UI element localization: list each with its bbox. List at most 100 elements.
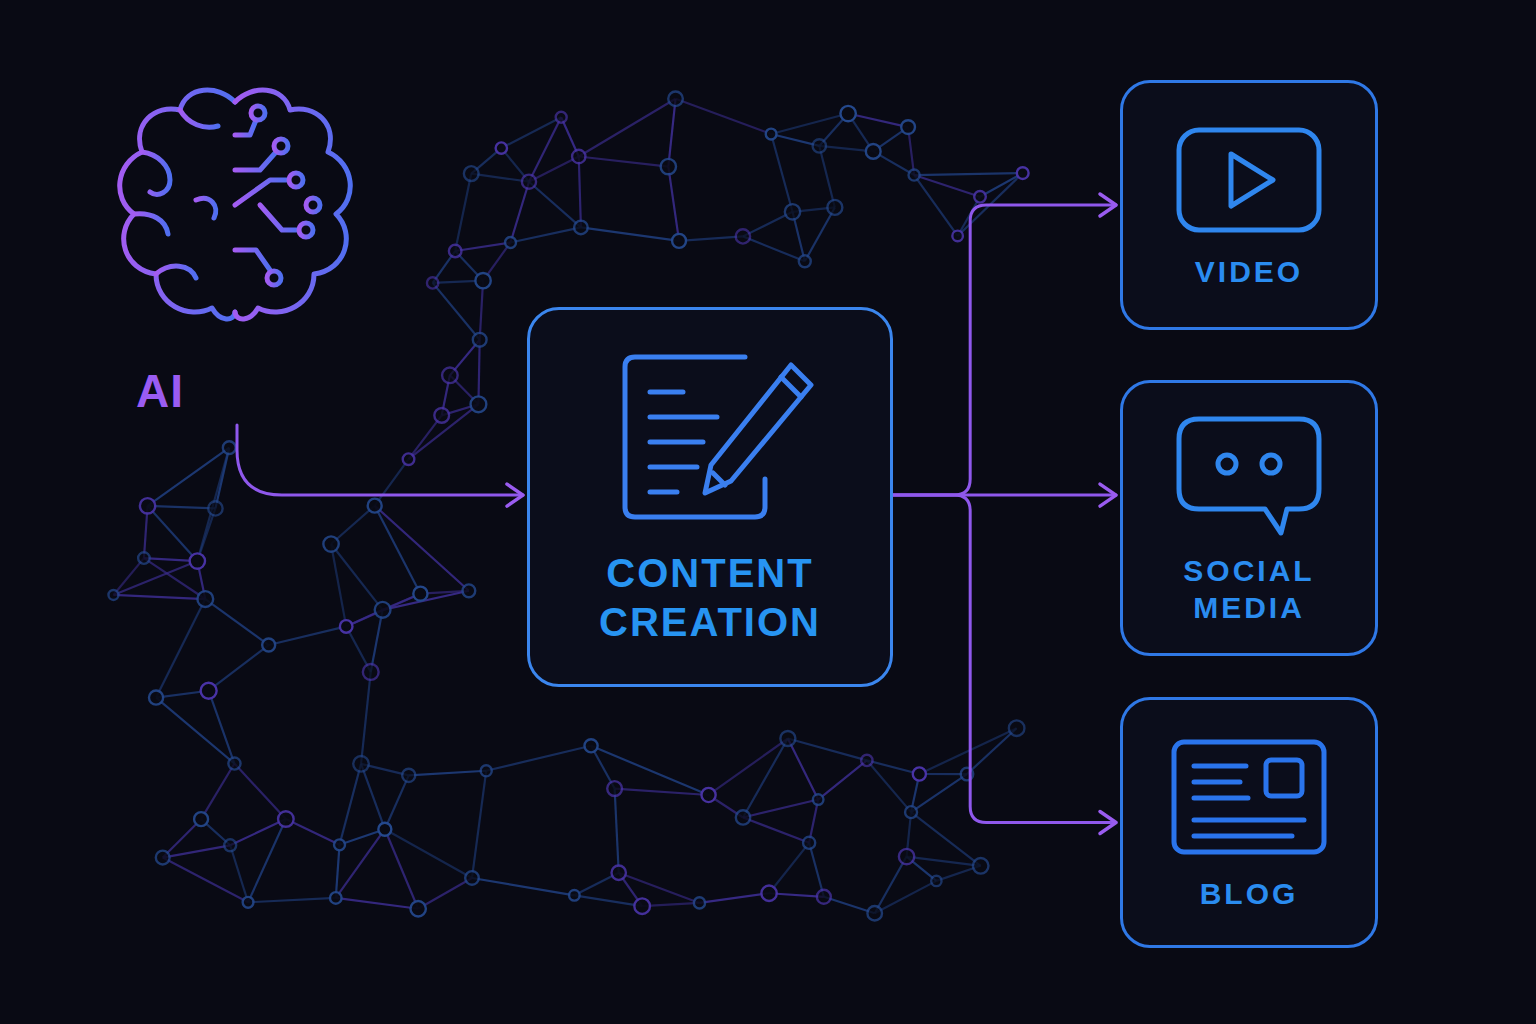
network-dot <box>278 811 294 827</box>
network-link <box>529 117 561 182</box>
network-dot <box>813 794 824 805</box>
network-link <box>385 829 472 878</box>
network-link <box>346 594 420 627</box>
network-link <box>511 227 581 242</box>
network-link <box>818 760 867 799</box>
ai-brain-node: AI <box>100 80 400 425</box>
network-dot <box>813 139 826 152</box>
network-dot <box>569 890 580 901</box>
network-dot <box>607 781 622 796</box>
network-link <box>375 459 409 505</box>
network-dot <box>330 892 342 904</box>
network-link <box>914 175 980 197</box>
network-dot <box>378 823 391 836</box>
network-dot <box>410 901 425 916</box>
network-link <box>361 764 385 829</box>
network-dot <box>449 245 462 258</box>
network-dot <box>323 536 338 551</box>
network-dot <box>913 767 926 780</box>
network-dot <box>464 166 479 181</box>
channel-box: SOCIAL MEDIA <box>1120 380 1378 656</box>
network-link <box>679 236 743 240</box>
network-link <box>385 829 418 909</box>
network-dot <box>867 906 882 921</box>
network-link <box>676 99 772 134</box>
network-link <box>867 760 919 774</box>
network-link <box>743 738 788 817</box>
network-dot <box>799 255 811 267</box>
network-dot <box>262 639 275 652</box>
network-dot <box>827 200 842 215</box>
network-dot <box>556 112 567 123</box>
network-link <box>148 506 198 561</box>
network-dot <box>505 237 516 248</box>
network-link <box>148 448 230 506</box>
network-dot <box>736 229 750 243</box>
network-link <box>471 174 529 182</box>
network-dot <box>901 120 915 134</box>
content-creation-box: CONTENT CREATION <box>527 307 893 687</box>
network-dot <box>909 169 920 180</box>
network-link <box>867 760 911 812</box>
network-dot <box>736 810 750 824</box>
network-link <box>501 117 561 148</box>
network-link <box>205 599 268 645</box>
network-link <box>197 448 229 561</box>
network-link <box>163 858 248 903</box>
network-dot <box>413 587 427 601</box>
network-link <box>848 114 908 128</box>
network-link <box>980 173 1023 197</box>
network-dot <box>340 620 353 633</box>
network-link <box>385 775 409 829</box>
network-dot <box>108 590 118 600</box>
network-dot <box>780 731 795 746</box>
network-link <box>113 595 205 599</box>
network-dot <box>861 755 872 766</box>
box-title: VIDEO <box>1149 254 1349 291</box>
document-pencil-icon <box>605 347 815 527</box>
network-link <box>340 764 362 845</box>
network-link <box>375 506 421 594</box>
network-link <box>230 819 286 845</box>
network-link <box>486 746 591 771</box>
network-link <box>914 173 1023 175</box>
network-dot <box>840 106 855 121</box>
network-link <box>472 878 574 895</box>
network-dot <box>522 175 536 189</box>
network-link <box>805 207 835 261</box>
network-link <box>148 506 216 509</box>
network-link <box>914 175 958 236</box>
video-play-icon <box>1169 120 1329 240</box>
network-dot <box>208 501 222 515</box>
network-dot <box>952 231 963 242</box>
network-link <box>248 898 336 902</box>
network-dot <box>661 159 676 174</box>
network-dot <box>402 769 415 782</box>
network-link <box>409 404 479 459</box>
network-link <box>771 134 792 212</box>
network-link <box>591 746 709 795</box>
network-dot <box>201 683 217 699</box>
network-dot <box>427 277 438 288</box>
network-link <box>156 698 234 764</box>
network-dot <box>761 886 776 901</box>
network-dot <box>442 368 458 384</box>
network-dot <box>149 690 163 704</box>
network-dot <box>471 396 487 412</box>
network-link <box>331 544 383 610</box>
network-dot <box>905 806 917 818</box>
network-dot <box>803 837 815 849</box>
network-link <box>967 728 1017 774</box>
network-dot <box>190 553 205 568</box>
box-title: CONTENT CREATION <box>560 549 860 647</box>
network-link <box>336 898 418 909</box>
network-dot <box>194 812 208 826</box>
network-link <box>371 610 383 672</box>
network-dot <box>465 871 479 885</box>
network-dot <box>701 788 715 802</box>
network-dot <box>462 584 475 597</box>
network-link <box>668 99 675 167</box>
network-dot <box>866 144 881 159</box>
flow-arrow <box>893 205 1116 495</box>
